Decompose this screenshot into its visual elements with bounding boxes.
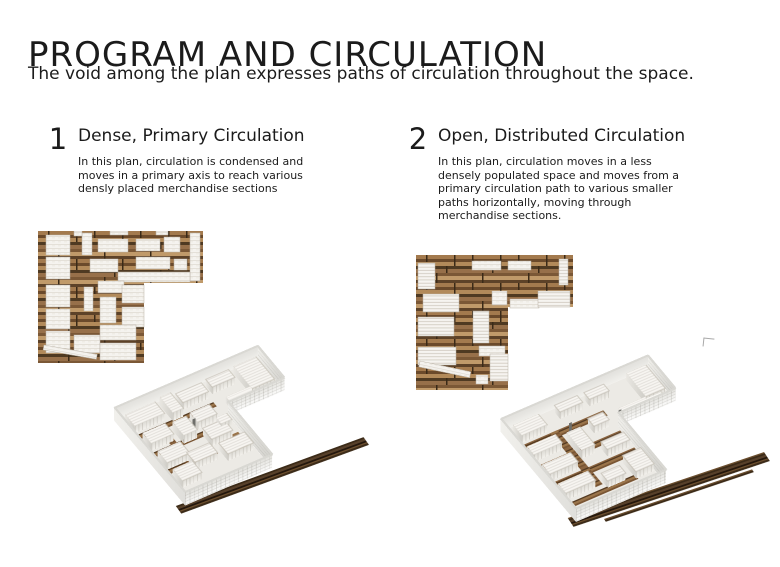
- section-number: 1: [48, 122, 68, 156]
- floor-plan-dense: [38, 231, 203, 363]
- merch-blocks: [417, 258, 571, 385]
- axonometric-model-open: [499, 354, 770, 527]
- section-heading: Dense, Primary Circulation: [78, 126, 305, 146]
- floor-plan-open: [416, 255, 573, 390]
- section-heading: Open, Distributed Circulation: [438, 126, 686, 146]
- section-dense-circulation: 1 Dense, Primary Circulation In this pla…: [48, 124, 305, 196]
- merch-blocks: [42, 231, 201, 361]
- section-body: In this plan, circulation moves in a les…: [438, 155, 680, 222]
- page-subtitle: The void among the plan expresses paths …: [28, 64, 694, 84]
- page-title: PROGRAM AND CIRCULATION: [28, 34, 548, 75]
- stray-corner-mark: [702, 337, 715, 348]
- axonometric-model-dense: [113, 344, 370, 514]
- section-open-circulation: 2 Open, Distributed Circulation In this …: [408, 124, 685, 223]
- section-body: In this plan, circulation is condensed a…: [78, 155, 304, 195]
- section-number: 2: [408, 122, 428, 156]
